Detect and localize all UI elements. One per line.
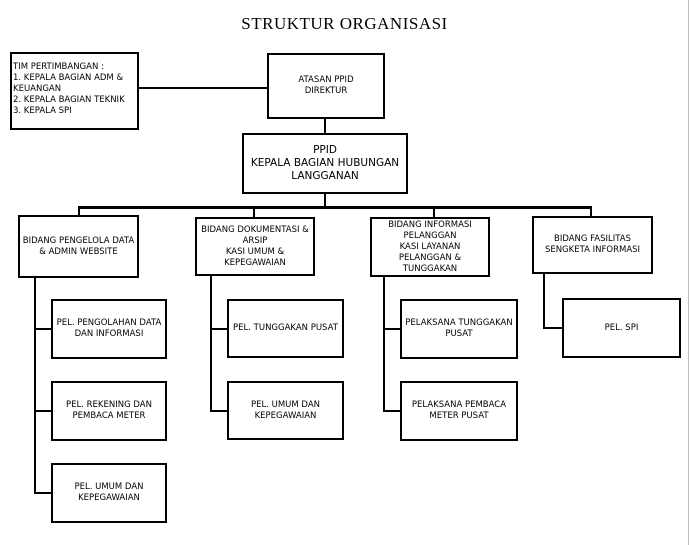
- advisory-item-2: 2. KEPALA BAGIAN TEKNIK: [13, 95, 125, 105]
- department-label: BIDANG FASILITAS SENGKETA INFORMASI: [544, 234, 641, 255]
- connector-drop-dept-1: [78, 206, 80, 216]
- connector-drop-dept-2: [253, 206, 255, 218]
- unit-box-spi: PEL. SPI: [562, 298, 681, 358]
- advisory-item-1: 1. KEPALA BAGIAN ADM & KEUANGAN: [13, 73, 124, 94]
- supervisor-subtitle: DIREKTUR: [304, 86, 348, 96]
- unit-label: PEL. PENGOLAHAN DATA DAN INFORMASI: [56, 318, 162, 339]
- advisory-item-3: 3. KEPALA SPI: [13, 106, 72, 116]
- unit-label: PEL. SPI: [604, 322, 639, 333]
- unit-label: PEL. UMUM DAN KEPEGAWAIAN: [74, 482, 144, 503]
- department-box-customer-info: BIDANG INFORMASI PELANGGAN KASI LAYANAN …: [370, 217, 490, 277]
- unit-box-arrears-central: PEL. TUNGGAKAN PUSAT: [227, 299, 344, 358]
- unit-label: PELAKSANA PEMBACA METER PUSAT: [411, 400, 507, 421]
- unit-box-meter-reader-executor: PELAKSANA PEMBACA METER PUSAT: [400, 381, 518, 441]
- unit-box-general-staffing-1: PEL. UMUM DAN KEPEGAWAIAN: [51, 463, 167, 523]
- unit-box-arrears-executor: PELAKSANA TUNGGAKAN PUSAT: [400, 299, 518, 359]
- connector-dept-1-unit-2: [34, 410, 52, 412]
- unit-label: PEL. REKENING DAN PEMBACA METER: [66, 400, 152, 421]
- unit-label: PEL. UMUM DAN KEPEGAWAIAN: [250, 399, 321, 421]
- ppid-box: PPID KEPALA BAGIAN HUBUNGAN LANGGANAN: [242, 133, 408, 194]
- connector-dept-3-unit-2: [383, 410, 401, 412]
- connector-ppid-bus: [324, 193, 326, 208]
- unit-label: PELAKSANA TUNGGAKAN PUSAT: [405, 318, 513, 339]
- advisory-team-box: TIM PERTIMBANGAN : 1. KEPALA BAGIAN ADM …: [10, 52, 139, 130]
- connector-dept-4-unit-1: [543, 327, 563, 329]
- connector-top-ppid: [324, 118, 326, 135]
- connector-dept-2-unit-1: [210, 328, 228, 330]
- connector-dept-1-unit-1: [34, 328, 52, 330]
- connector-dept-4-trunk: [543, 273, 545, 329]
- unit-label: PEL. TUNGGAKAN PUSAT: [233, 323, 338, 333]
- connector-dept-3-unit-1: [383, 328, 401, 330]
- ppid-title: PPID: [313, 144, 337, 156]
- unit-box-data-processing: PEL. PENGOLAHAN DATA DAN INFORMASI: [51, 299, 167, 359]
- connector-dept-2-trunk: [210, 275, 212, 412]
- connector-dept-2-unit-2: [210, 410, 228, 412]
- connector-drop-dept-4: [590, 206, 592, 217]
- unit-box-general-staffing-2: PEL. UMUM DAN KEPEGAWAIAN: [227, 381, 344, 440]
- ppid-subtitle: KEPALA BAGIAN HUBUNGAN LANGGANAN: [250, 157, 400, 182]
- department-box-documentation: BIDANG DOKUMENTASI & ARSIP KASI UMUM & K…: [195, 217, 315, 276]
- department-label: BIDANG PENGELOLA DATA & ADMIN WEBSITE: [22, 235, 135, 257]
- connector-dept-1-unit-3: [34, 492, 52, 494]
- department-label: BIDANG DOKUMENTASI & ARSIP KASI UMUM & K…: [201, 224, 309, 268]
- connector-dept-3-trunk: [383, 276, 385, 412]
- unit-box-billing-meter: PEL. REKENING DAN PEMBACA METER: [51, 381, 167, 441]
- connector-advisory-top: [138, 87, 268, 89]
- connector-dept-1-trunk: [34, 277, 36, 493]
- connector-bus: [78, 206, 592, 209]
- page-title: STRUKTUR ORGANISASI: [241, 14, 448, 33]
- department-box-dispute-facility: BIDANG FASILITAS SENGKETA INFORMASI: [532, 216, 653, 274]
- department-label: BIDANG INFORMASI PELANGGAN KASI LAYANAN …: [388, 219, 472, 274]
- supervisor-title: ATASAN PPID: [298, 75, 354, 85]
- connector-drop-dept-3: [433, 206, 435, 218]
- supervisor-box: ATASAN PPID DIREKTUR: [267, 53, 385, 119]
- advisory-heading: TIM PERTIMBANGAN :: [13, 62, 104, 72]
- department-box-data-admin: BIDANG PENGELOLA DATA & ADMIN WEBSITE: [18, 215, 139, 278]
- advisory-team-text: TIM PERTIMBANGAN : 1. KEPALA BAGIAN ADM …: [13, 62, 125, 117]
